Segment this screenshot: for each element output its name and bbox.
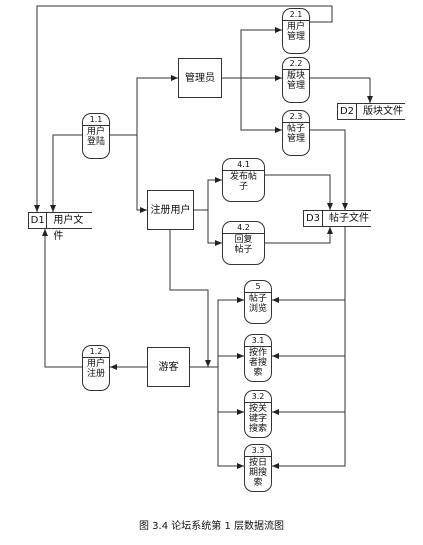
process-publish-post: 4.1 发布帖 子 bbox=[222, 158, 265, 202]
process-label: 帖子 管理 bbox=[286, 124, 305, 144]
process-label: 用户 注册 bbox=[86, 359, 105, 379]
flow-post-file-to-keyword-search bbox=[272, 356, 346, 415]
process-number: 3.1 bbox=[245, 335, 271, 347]
flow-admin-to-post-mgmt bbox=[240, 78, 282, 133]
process-number: 5 bbox=[245, 281, 271, 293]
store-name: 用户文件 bbox=[53, 215, 84, 242]
process-label: 用户 管理 bbox=[286, 22, 305, 42]
flow-admin-to-user-mgmt bbox=[222, 27, 282, 79]
process-user-management: 2.1 用户 管理 bbox=[282, 8, 310, 54]
process-number: 3.3 bbox=[245, 445, 271, 457]
entity-admin-label: 管理员 bbox=[185, 72, 215, 84]
store-user-file: D1 用户文件 bbox=[28, 212, 92, 242]
flow-login-to-user-file bbox=[50, 134, 82, 212]
flow-login-to-registered-user bbox=[136, 135, 147, 213]
flow-user-mgmt-to-user-file bbox=[34, 5, 333, 212]
flow-post-file-to-browse bbox=[272, 227, 346, 303]
process-search-by-keyword: 3.2 按关 键字 搜索 bbox=[244, 390, 272, 438]
store-board-file: D2 版块文件 bbox=[337, 103, 405, 120]
process-number: 2.3 bbox=[283, 111, 309, 123]
store-id: D3 bbox=[304, 211, 323, 226]
store-id: D2 bbox=[338, 104, 357, 119]
flow-guest-to-date-search bbox=[217, 412, 244, 469]
process-label: 版块 管理 bbox=[286, 71, 305, 91]
process-label: 按关 键字 搜索 bbox=[248, 404, 267, 434]
flow-register-to-user-file bbox=[42, 229, 82, 368]
store-post-file: D3 帖子文件 bbox=[303, 210, 371, 227]
flow-reply-to-post-file bbox=[265, 227, 333, 244]
flow-registered-to-reply bbox=[207, 210, 222, 246]
flow-post-mgmt-to-post-file bbox=[310, 129, 348, 210]
process-label: 按日 期搜 索 bbox=[248, 458, 267, 488]
entity-registered-user-label: 注册用户 bbox=[150, 204, 191, 216]
flow-login-to-admin bbox=[110, 75, 178, 136]
process-number: 4.2 bbox=[223, 222, 264, 234]
process-label: 发布帖 子 bbox=[229, 172, 257, 192]
store-id: D1 bbox=[29, 213, 48, 228]
process-browse-posts: 5 帖子 浏览 bbox=[244, 280, 272, 324]
flow-board-mgmt-to-board-file bbox=[310, 77, 373, 103]
entity-admin: 管理员 bbox=[178, 58, 222, 98]
process-reply-post: 4.2 回复 帖子 bbox=[222, 221, 265, 265]
process-number: 3.2 bbox=[245, 391, 271, 403]
process-number: 2.2 bbox=[283, 58, 309, 70]
flow-post-file-to-date-search bbox=[272, 412, 346, 469]
flow-guest-trunk bbox=[190, 297, 244, 368]
process-board-management: 2.2 版块 管理 bbox=[282, 57, 310, 103]
process-user-register: 1.2 用户 注册 bbox=[82, 345, 110, 391]
process-label: 按作 者搜 索 bbox=[248, 348, 267, 378]
process-label: 用户 登陆 bbox=[86, 127, 105, 147]
process-label: 帖子 浏览 bbox=[248, 294, 267, 314]
store-name: 帖子文件 bbox=[329, 213, 369, 224]
store-name: 版块文件 bbox=[363, 106, 403, 117]
entity-guest: 游客 bbox=[147, 347, 190, 387]
figure-caption: 图 3.4 论坛系统第 1 层数据流图 bbox=[139, 521, 284, 532]
process-number: 2.1 bbox=[283, 9, 309, 21]
flow-guest-to-keyword-search bbox=[217, 367, 244, 415]
flow-registered-to-search bbox=[169, 230, 211, 367]
process-user-login: 1.1 用户 登陆 bbox=[82, 113, 110, 159]
entity-registered-user: 注册用户 bbox=[147, 190, 194, 230]
process-post-management: 2.3 帖子 管理 bbox=[282, 110, 310, 156]
process-search-by-date: 3.3 按日 期搜 索 bbox=[244, 444, 272, 492]
process-number: 4.1 bbox=[223, 159, 264, 171]
process-search-by-author: 3.1 按作 者搜 索 bbox=[244, 334, 272, 382]
flow-registered-to-publish bbox=[194, 177, 222, 211]
entity-guest-label: 游客 bbox=[158, 361, 179, 373]
flow-publish-to-post-file bbox=[265, 174, 333, 210]
flow-post-file-to-author-search bbox=[272, 300, 346, 359]
process-number: 1.1 bbox=[83, 114, 109, 126]
process-number: 1.2 bbox=[83, 346, 109, 358]
process-label: 回复 帖子 bbox=[234, 235, 253, 255]
